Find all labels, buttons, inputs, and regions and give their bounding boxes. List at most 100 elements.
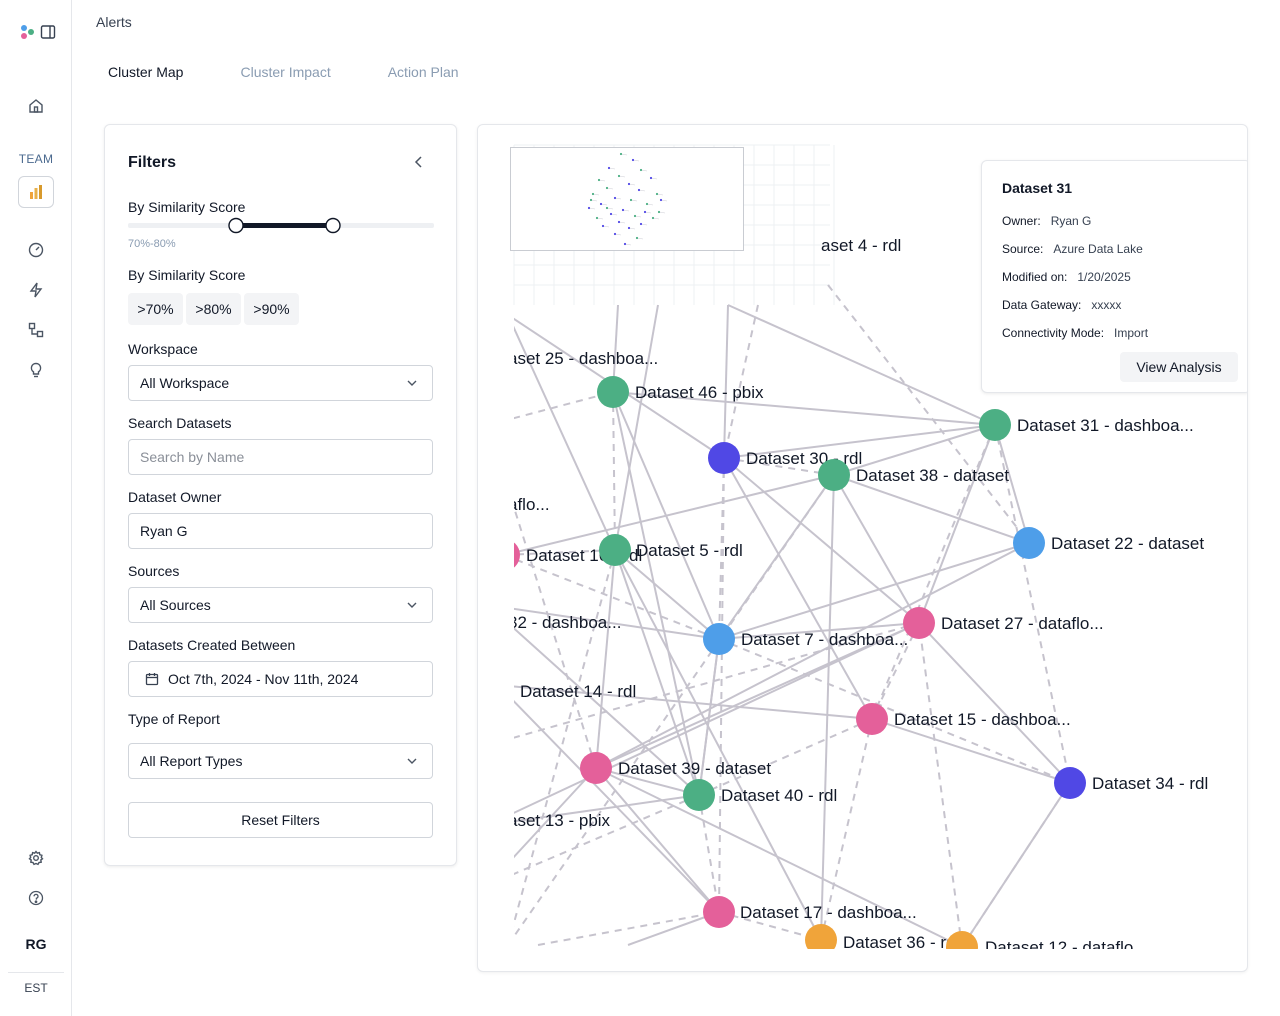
calendar-icon: [145, 672, 159, 686]
node-dot[interactable]: [856, 703, 888, 735]
collapse-chevron-icon[interactable]: [411, 154, 427, 170]
chip-70[interactable]: >70%: [128, 293, 183, 325]
sidebar-toggle-icon[interactable]: [38, 22, 58, 42]
sources-value: All Sources: [140, 597, 211, 613]
similarity-slider[interactable]: [128, 217, 434, 235]
graph-node[interactable]: Dataset 38 - dataset: [818, 459, 1009, 491]
logo-icon[interactable]: [18, 22, 38, 42]
node-dot[interactable]: [703, 623, 735, 655]
graph-node[interactable]: Dataset 12 - dataflo...: [946, 931, 1148, 963]
graph-node[interactable]: Dataset 5 - rdl: [599, 534, 743, 566]
graph-node[interactable]: Dataset 40 - rdl: [683, 779, 837, 811]
gear-icon[interactable]: [26, 848, 46, 868]
graph-node[interactable]: Dataset 31 - dashboa...: [979, 409, 1194, 441]
graph-node[interactable]: Dataset 36 - rdl: [805, 924, 959, 956]
graph-node[interactable]: Dataset 22 - dataset: [1013, 527, 1204, 559]
node-label: Dataset 5 - rdl: [636, 541, 743, 560]
tab-action-plan[interactable]: Action Plan: [387, 64, 459, 80]
reset-filters-button[interactable]: Reset Filters: [128, 802, 433, 838]
node-dot[interactable]: [683, 779, 715, 811]
detail-row-connectivity: Connectivity Mode:Import: [1002, 326, 1148, 340]
user-avatar[interactable]: RG: [25, 936, 47, 952]
node-dot[interactable]: [708, 442, 740, 474]
detail-value: Import: [1114, 326, 1149, 340]
divider: [8, 972, 64, 973]
bolt-icon[interactable]: [26, 280, 46, 300]
chip-80[interactable]: >80%: [186, 293, 241, 325]
graph-node[interactable]: Dataset 39 - dataset: [580, 752, 771, 784]
graph-node[interactable]: Dataset 17 - dashboa...: [703, 896, 917, 928]
graph-edge: [612, 391, 700, 796]
graph-node[interactable]: Dataset 34 - rdl: [1054, 767, 1208, 799]
partial-node-label: aset 25 - dashboa...: [508, 349, 658, 368]
tab-cluster-map[interactable]: Cluster Map: [108, 64, 184, 80]
graph-edge: [595, 767, 700, 796]
graph-minimap[interactable]: [510, 147, 744, 251]
node-dot[interactable]: [946, 931, 978, 963]
graph-node[interactable]: Dataset 27 - dataflo...: [903, 607, 1104, 639]
graph-edge: [614, 549, 822, 941]
node-dot[interactable]: [488, 539, 520, 571]
chevron-down-icon: [405, 598, 419, 612]
sources-select[interactable]: All Sources: [128, 587, 433, 623]
sources-label: Sources: [128, 563, 180, 579]
graph-edge: [994, 424, 1071, 784]
node-dot[interactable]: [599, 534, 631, 566]
detail-value: 1/20/2025: [1077, 270, 1131, 284]
graph-edge: [514, 549, 616, 556]
node-dot[interactable]: [597, 376, 629, 408]
team-switcher-button[interactable]: [18, 176, 54, 208]
chip-90[interactable]: >90%: [244, 293, 299, 325]
report-type-value: All Report Types: [140, 753, 243, 769]
dashboard-gauge-icon[interactable]: [26, 240, 46, 260]
breadcrumb[interactable]: Alerts: [96, 14, 132, 30]
minimap-dot: [649, 176, 653, 180]
minimap-dot: [591, 192, 595, 196]
partial-node-label: Dataset 14 - rdl: [520, 682, 636, 701]
node-dot[interactable]: [979, 409, 1011, 441]
workspace-select[interactable]: All Workspace: [128, 365, 433, 401]
graph-edge: [514, 549, 616, 927]
graph-edge: [614, 304, 659, 551]
node-dot[interactable]: [1013, 527, 1045, 559]
graph-node[interactable]: Dataset 15 - dashboa...: [856, 703, 1071, 735]
minimap-dot: [623, 242, 627, 246]
graph-node[interactable]: Dataset 7 - dashboa...: [703, 623, 908, 655]
graph-edge: [727, 304, 996, 426]
node-dot[interactable]: [1054, 767, 1086, 799]
node-dot[interactable]: [805, 924, 837, 956]
minimap-dot: [629, 198, 633, 202]
owner-input[interactable]: Ryan G: [128, 513, 433, 549]
help-icon[interactable]: [26, 888, 46, 908]
home-icon[interactable]: [26, 96, 46, 116]
graph-edge: [918, 622, 963, 948]
search-input[interactable]: Search by Name: [128, 439, 433, 475]
graph-edge: [718, 622, 920, 640]
lightbulb-icon[interactable]: [26, 360, 46, 380]
graph-edge: [595, 542, 1030, 769]
timezone-label[interactable]: EST: [24, 981, 48, 995]
view-analysis-button[interactable]: View Analysis: [1120, 352, 1238, 382]
tab-cluster-impact[interactable]: Cluster Impact: [240, 64, 331, 80]
minimap-dot: [589, 198, 593, 202]
graph-node-partial: [494, 683, 510, 699]
slider-handle-high[interactable]: [325, 217, 341, 234]
node-dot[interactable]: [703, 896, 735, 928]
graph-edge: [961, 782, 1071, 948]
graph-node[interactable]: Dataset 46 - pbix: [597, 376, 764, 408]
minimap-dot: [627, 226, 631, 230]
minimap-dot: [655, 192, 659, 196]
node-dot[interactable]: [903, 607, 935, 639]
filters-title: Filters: [128, 154, 177, 171]
node-dot[interactable]: [580, 752, 612, 784]
minimap-dot: [659, 198, 663, 202]
slider-handle-low[interactable]: [228, 217, 244, 234]
graph-edge: [612, 391, 616, 551]
date-range-picker[interactable]: Oct 7th, 2024 - Nov 11th, 2024: [128, 661, 433, 697]
node-dot[interactable]: [818, 459, 850, 491]
hierarchy-icon[interactable]: [26, 320, 46, 340]
report-type-select[interactable]: All Report Types: [128, 743, 433, 779]
graph-edge: [514, 607, 720, 640]
graph-edge: [514, 622, 920, 739]
